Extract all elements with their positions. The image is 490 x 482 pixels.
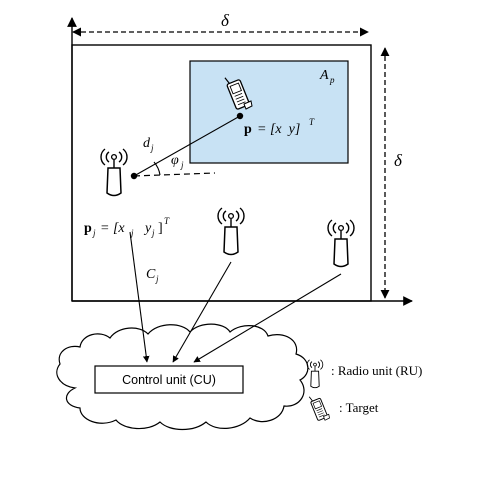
capacity-label-sub: j (155, 274, 159, 284)
link-ru1-cu (129, 231, 150, 363)
legend-target: : Target (339, 400, 379, 415)
target-pos-bold: p (244, 122, 252, 137)
radio-unit-icon (100, 148, 128, 197)
ru-pos-y: y (143, 221, 152, 236)
target-phone-icon (308, 392, 330, 422)
target-point (236, 112, 244, 120)
angle-label: φ (171, 153, 179, 168)
radio-unit-icon (217, 207, 245, 256)
radio-unit-icon (306, 359, 324, 389)
ru-pos-y-sub: j (151, 228, 155, 238)
reference-line (133, 172, 216, 177)
ru-pos-close: ] (158, 221, 163, 236)
link-ru2-cu (172, 261, 232, 363)
ru-pos-eq: = [x (100, 221, 125, 236)
ru-pos-sub: j (92, 228, 96, 238)
distance-label-sub: j (150, 143, 154, 153)
target-pos-expr: = [x y] (257, 122, 300, 137)
link-ru3-cu (193, 273, 342, 363)
legend-radio-unit: : Radio unit (RU) (331, 363, 422, 378)
angle-label-sub: j (180, 160, 184, 170)
delta-top-label: δ (221, 11, 230, 30)
legend: : Radio unit (RU) : Target (306, 359, 422, 422)
capacity-label: C (146, 267, 156, 282)
ru-pos-x-sub: j (130, 228, 134, 238)
ru-pos-sup: T (164, 216, 170, 226)
target-pos-sup: T (309, 117, 315, 127)
delta-right-label: δ (394, 151, 403, 170)
ru-pos-bold: p (84, 221, 92, 236)
angle-arc (153, 161, 161, 176)
distance-label: d (143, 136, 151, 151)
area-label: A (319, 68, 329, 83)
control-unit-box (94, 365, 244, 394)
area-label-sub: p (329, 75, 335, 85)
distance-line (133, 115, 241, 177)
target-area (189, 60, 349, 164)
control-unit-label: Control unit (CU) (122, 373, 216, 387)
radio-unit-icon (327, 219, 355, 268)
